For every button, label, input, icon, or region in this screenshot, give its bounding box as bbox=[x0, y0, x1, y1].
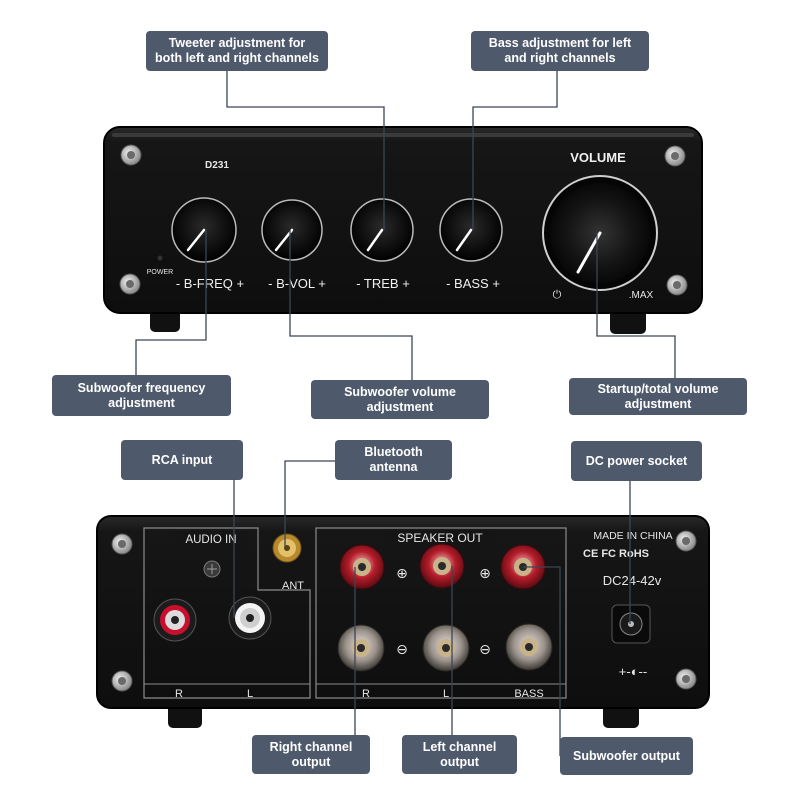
dc-power-socket[interactable] bbox=[611, 604, 651, 644]
screw-icon bbox=[664, 145, 686, 167]
left-negative-terminal[interactable] bbox=[422, 624, 470, 672]
callout-subwoofer-output: Subwoofer output bbox=[560, 737, 693, 775]
rear-panel-body bbox=[96, 515, 710, 709]
connector-lines bbox=[135, 70, 676, 756]
speaker-out-label: SPEAKER OUT bbox=[397, 531, 483, 545]
screw-icon bbox=[675, 668, 697, 690]
screw-icon bbox=[111, 670, 133, 692]
rca-input-left[interactable] bbox=[228, 596, 272, 640]
cert-label: CE FC RoHS bbox=[583, 548, 649, 560]
bass-label: - BASS + bbox=[446, 276, 500, 291]
startup-line bbox=[596, 233, 676, 378]
ant-label: ANT bbox=[282, 580, 304, 592]
front-panel: D231 POWER VOLUME - B-FREQ + - B-VOL + -… bbox=[103, 126, 703, 334]
sub-out-line bbox=[523, 566, 561, 756]
callout-bass-adjustment: Bass adjustment for left and right chann… bbox=[471, 31, 649, 71]
callout-subwoofer-frequency: Subwoofer frequency adjustment bbox=[52, 375, 231, 416]
rca-l-label: L bbox=[247, 688, 253, 700]
bass-negative-terminal[interactable] bbox=[505, 623, 553, 671]
voltage-label: DC24-42v bbox=[603, 573, 662, 588]
callout-tweeter: Tweeter adjustment for both left and rig… bbox=[146, 31, 328, 71]
callout-right-channel-output: Right channel output bbox=[252, 735, 370, 774]
treb-label: - TREB + bbox=[356, 276, 410, 291]
rca-input-right[interactable] bbox=[153, 598, 197, 642]
antenna-connector[interactable] bbox=[272, 533, 302, 563]
bass-adj-line bbox=[472, 70, 558, 230]
sub-vol-line bbox=[289, 230, 413, 380]
screw-icon bbox=[119, 273, 141, 295]
minus-icon: ⊖ bbox=[479, 641, 491, 657]
callout-subwoofer-volume: Subwoofer volume adjustment bbox=[311, 380, 489, 419]
out-r-label: R bbox=[362, 688, 370, 700]
max-label: .MAX bbox=[629, 290, 654, 301]
callout-bluetooth-antenna: Bluetooth antenna bbox=[335, 440, 452, 480]
right-negative-terminal[interactable] bbox=[337, 624, 385, 672]
dc-polarity-label: +-◐-- bbox=[619, 664, 647, 679]
callout-left-channel-output: Left channel output bbox=[402, 735, 517, 774]
audio-in-frame bbox=[143, 527, 311, 699]
rear-panel: AUDIO IN R L ANT SPEAKER OUT bbox=[96, 515, 710, 728]
plus-icon: ⊕ bbox=[396, 565, 408, 581]
tweeter-line bbox=[226, 70, 385, 230]
model-label: D231 bbox=[205, 160, 229, 171]
knob-b-freq[interactable] bbox=[171, 197, 237, 263]
screw-icon bbox=[120, 144, 142, 166]
b-vol-label: - B-VOL + bbox=[268, 276, 326, 291]
bluetooth-line bbox=[284, 460, 335, 548]
knob-b-vol[interactable] bbox=[261, 199, 323, 261]
rca-r-label: R bbox=[175, 688, 183, 700]
power-led bbox=[157, 255, 163, 261]
minus-icon: ⊖ bbox=[396, 641, 408, 657]
plus-icon: ⊕ bbox=[479, 565, 491, 581]
right-positive-terminal[interactable] bbox=[339, 544, 385, 590]
callout-startup-volume: Startup/total volume adjustment bbox=[569, 378, 747, 415]
callout-dc-power-socket: DC power socket bbox=[571, 441, 702, 481]
screw-icon bbox=[666, 274, 688, 296]
screw-icon bbox=[675, 530, 697, 552]
out-l-label: L bbox=[443, 688, 449, 700]
speaker-out-frame bbox=[315, 527, 567, 699]
screw-icon bbox=[111, 533, 133, 555]
audio-in-label: AUDIO IN bbox=[185, 534, 236, 546]
out-bass-label: BASS bbox=[514, 688, 543, 700]
left-positive-terminal[interactable] bbox=[419, 543, 465, 589]
callout-rca-input: RCA input bbox=[121, 440, 243, 480]
screw-icon bbox=[203, 560, 221, 578]
volume-label: VOLUME bbox=[570, 150, 626, 165]
knob-bass[interactable] bbox=[439, 198, 503, 262]
power-symbol-icon: ⏻ bbox=[553, 289, 562, 301]
made-in-label: MADE IN CHINA bbox=[593, 530, 672, 542]
b-freq-label: - B-FREQ + bbox=[176, 276, 244, 291]
power-label: POWER bbox=[147, 269, 173, 276]
knob-treb[interactable] bbox=[350, 198, 414, 262]
sub-freq-line bbox=[135, 230, 207, 375]
knob-volume[interactable] bbox=[542, 175, 658, 291]
